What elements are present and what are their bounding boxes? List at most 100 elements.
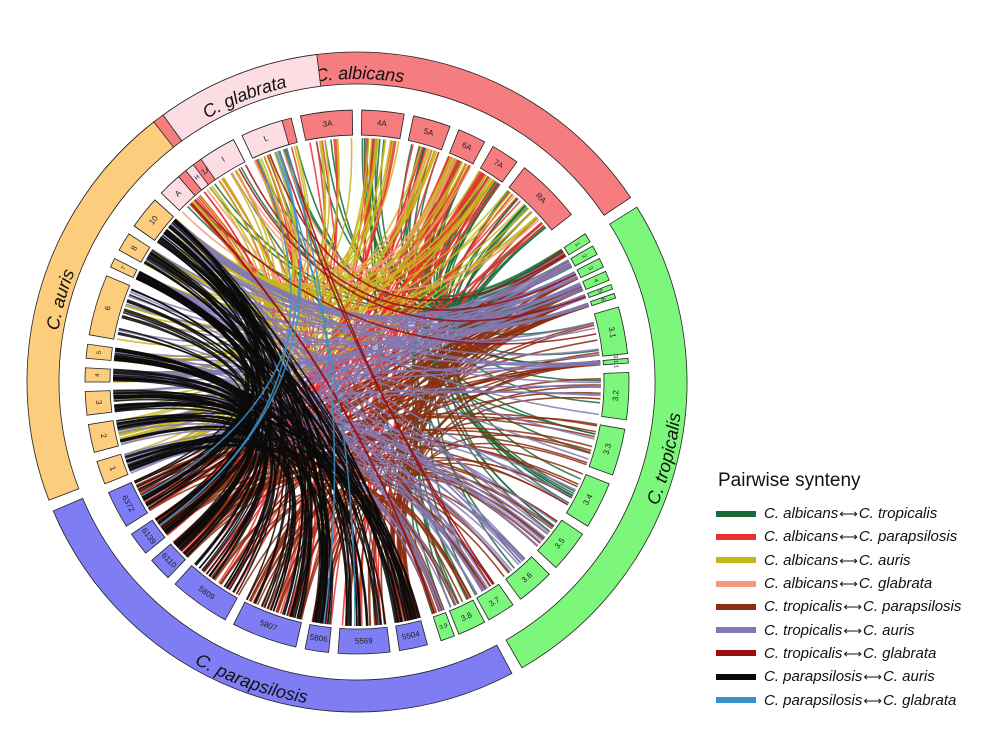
synteny-link	[278, 150, 495, 585]
genome-band-aur	[26, 121, 175, 501]
legend-title: Pairwise synteny	[718, 470, 861, 491]
synteny-link	[126, 440, 297, 612]
synteny-link	[113, 372, 306, 617]
chromosome-block	[602, 357, 629, 366]
synteny-link	[123, 309, 358, 627]
synteny-link	[126, 300, 274, 588]
chromosome-block	[476, 583, 514, 621]
chromosome-label: 6	[103, 304, 113, 311]
legend-item: C. albicans⟷C. auris	[716, 549, 1000, 572]
chromosome-label: 6A	[460, 140, 473, 153]
legend-item: C. tropicalis⟷C. glabrata	[716, 642, 1000, 665]
legend-label: C. parapsilosis⟷C. auris	[764, 668, 935, 686]
synteny-link	[147, 256, 407, 622]
genome-title: C. albicans	[314, 63, 406, 87]
synteny-link	[115, 348, 557, 524]
chromosome-label: H	[194, 174, 201, 181]
chromosome-block	[107, 481, 149, 527]
chromosome-block	[185, 164, 209, 191]
synteny-link	[116, 414, 277, 593]
chromosome-block	[304, 623, 332, 653]
synteny-link	[161, 234, 323, 623]
synteny-link	[137, 273, 250, 501]
chromosome-label: 3.2	[611, 389, 621, 401]
synteny-link	[230, 148, 429, 273]
chromosome-block	[96, 453, 129, 485]
synteny-link	[158, 150, 302, 526]
chromosome-block	[174, 564, 238, 621]
chromosome-block	[241, 120, 290, 159]
synteny-link	[159, 236, 403, 622]
chromosome-block	[407, 115, 451, 151]
chromosome-block	[582, 270, 610, 290]
chromosome-block	[232, 601, 302, 648]
chromosome-label: 3.3	[601, 442, 613, 456]
synteny-link	[244, 164, 577, 311]
chromosome-label: 7	[121, 265, 128, 271]
chromosome-label: 3A	[322, 119, 333, 129]
legend-swatch	[716, 580, 756, 587]
chromosome-label: 4	[95, 373, 101, 377]
chromosome-label: 3.1	[607, 326, 618, 339]
synteny-link	[123, 425, 573, 498]
legend-item: C. albicans⟷C. tropicalis	[716, 502, 1000, 525]
synteny-link	[121, 297, 587, 346]
chromosome-block	[337, 626, 391, 655]
synteny-link	[289, 324, 595, 617]
legend-item: C. albicans⟷C. glabrata	[716, 572, 1000, 595]
synteny-link	[144, 260, 286, 600]
chromosome-label: 3.9	[439, 623, 449, 632]
chromosome-label: 5806	[309, 632, 328, 644]
synteny-link	[285, 148, 492, 587]
synteny-circos-plot: 1A2A3A4A5A6A7ARA1234563.13.1.13.23.33.43…	[26, 51, 688, 713]
chromosome-block	[505, 556, 550, 600]
chromosome-block	[449, 599, 486, 635]
chromosome-label: 2	[99, 433, 109, 440]
synteny-link	[147, 254, 582, 329]
chromosome-label: 2	[580, 254, 587, 260]
chromosome-label: 6	[599, 297, 606, 303]
chromosome-ring: 1A2A3A4A5A6A7ARA1234563.13.1.13.23.33.43…	[84, 109, 630, 655]
chromosome-label: 4A	[377, 118, 388, 128]
legend-swatch	[716, 697, 756, 704]
chromosome-label: 3	[94, 400, 103, 406]
legend: Pairwise synteny C. albicans⟷C. tropical…	[716, 470, 1000, 712]
chromosome-block	[130, 519, 166, 554]
synteny-link	[250, 304, 589, 603]
chromosome-label: I	[220, 155, 227, 164]
synteny-link	[119, 254, 566, 442]
legend-item: C. parapsilosis⟷C. glabrata	[716, 688, 1000, 711]
synteny-link	[404, 396, 601, 619]
chromosome-block	[87, 420, 119, 453]
genome-band-tro	[505, 206, 688, 669]
chromosome-label: 5	[97, 350, 103, 355]
synteny-link	[114, 354, 369, 626]
synteny-link	[114, 356, 421, 619]
chromosome-block	[601, 372, 630, 421]
legend-label: C. albicans⟷C. tropicalis	[764, 505, 938, 523]
chromosome-block	[479, 145, 518, 183]
legend-label: C. albicans⟷C. auris	[764, 551, 911, 569]
legend-swatch	[716, 603, 756, 610]
synteny-link	[253, 158, 458, 272]
legend-label: C. tropicalis⟷C. auris	[764, 621, 915, 639]
chromosome-block	[395, 620, 428, 652]
synteny-link	[164, 231, 262, 533]
synteny-link	[238, 168, 586, 322]
synteny-link	[145, 258, 258, 534]
chromosome-block	[360, 109, 405, 140]
chromosome-block	[563, 233, 591, 256]
legend-label: C. parapsilosis⟷C. glabrata	[764, 691, 957, 709]
chromosome-block	[299, 109, 354, 141]
chromosome-block	[537, 519, 584, 569]
synteny-link	[169, 224, 576, 319]
chromosome-label: 5569	[355, 636, 374, 645]
chromosome-label: 3.8	[460, 610, 474, 623]
synteny-link	[135, 277, 303, 616]
legend-item: C. parapsilosis⟷C. auris	[716, 665, 1000, 688]
chromosome-label: 5A	[423, 127, 436, 139]
chromosome-block	[590, 292, 617, 307]
chromosome-block	[565, 474, 610, 527]
chromosome-label: L	[262, 133, 270, 143]
synteny-link	[194, 198, 597, 345]
